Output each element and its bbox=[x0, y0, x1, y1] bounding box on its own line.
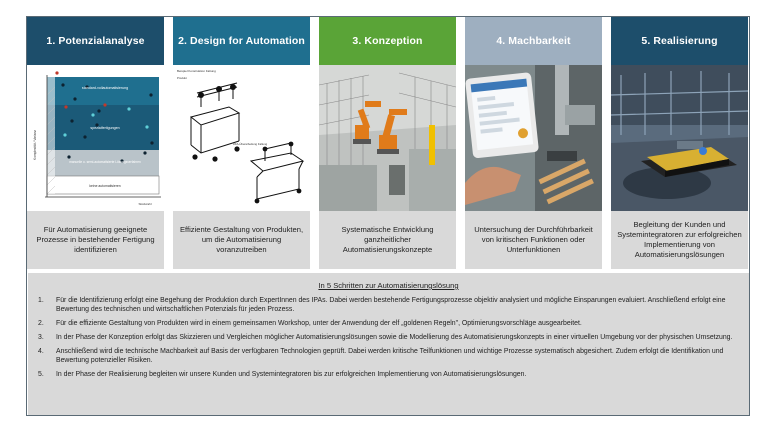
step-potenzialanalyse: 1. Potenzialanalyse bbox=[27, 17, 164, 271]
step-1-title: 1. Potenzialanalyse bbox=[27, 17, 164, 65]
step-4-title: 4. Machbarkeit bbox=[465, 17, 602, 65]
list-item-text: In der Phase der Realisierung begleiten … bbox=[56, 371, 527, 378]
steps-row: 1. Potenzialanalyse bbox=[27, 17, 749, 271]
step-5-agv-image bbox=[611, 65, 748, 211]
step-realisierung: 5. Realisierung bbox=[611, 17, 748, 271]
list-item-number: 4. bbox=[38, 348, 44, 355]
zone-label-4: keine automatisieren bbox=[89, 184, 120, 188]
sketch-bottom-title: DFA-Überarbeitung Faltung bbox=[233, 142, 268, 146]
sketch-top-note: Produkt bbox=[177, 76, 187, 80]
zone-label-3: manuelle o. semi-automatisierte Lösungsv… bbox=[69, 160, 141, 164]
chart-xlabel: Stückzahl bbox=[138, 202, 151, 206]
step-1-chart: standard-vollautomatisierung spezialfert… bbox=[27, 65, 164, 211]
step-3-caption: Systematische Entwicklung ganzheitlicher… bbox=[319, 211, 456, 269]
process-panel: 1. Potenzialanalyse bbox=[26, 16, 750, 416]
list-item-number: 2. bbox=[38, 320, 44, 327]
step-2-caption: Effiziente Gestaltung von Produkten, um … bbox=[173, 211, 310, 269]
list-item: 3. In der Phase der Konzeption erfolgt da… bbox=[38, 333, 739, 342]
zone-label-2: spezialfertigungen bbox=[90, 126, 119, 130]
step-4-tablet-image bbox=[465, 65, 602, 211]
summary-title: In 5 Schritten zur Automatisierungslösun… bbox=[318, 281, 459, 290]
list-item-number: 5. bbox=[38, 371, 44, 378]
list-item: 1. Für die Identifizierung erfolgt eine B… bbox=[38, 296, 739, 314]
list-item-number: 3. bbox=[38, 334, 44, 341]
chart-ylabel: Komplexität / Varianz bbox=[33, 130, 37, 160]
sketch-top-title: Beispiel Konstruktion Faltung bbox=[177, 69, 216, 73]
list-item-text: Für die Identifizierung erfolgt eine Beg… bbox=[56, 297, 726, 313]
summary-box: In 5 Schritten zur Automatisierungslösun… bbox=[28, 273, 749, 415]
step-1-caption: Für Automatisierung geeignete Prozesse i… bbox=[27, 211, 164, 269]
list-item: 5. In der Phase der Realisierung begleite… bbox=[38, 370, 739, 379]
list-item-number: 1. bbox=[38, 297, 44, 304]
list-item-text: Anschließend wird die technische Machbar… bbox=[56, 348, 724, 364]
step-design-for-automation: 2. Design for Automation Beispiel Konstr… bbox=[173, 17, 310, 271]
step-3-robot-cell-image bbox=[319, 65, 456, 211]
zone-label-1: standard-vollautomatisierung bbox=[82, 86, 128, 90]
step-2-title: 2. Design for Automation bbox=[173, 17, 310, 65]
list-item-text: Für die effiziente Gestaltung von Produk… bbox=[56, 320, 582, 327]
step-2-sketch: Beispiel Konstruktion Faltung Produkt bbox=[173, 65, 310, 211]
list-item: 2. Für die effiziente Gestaltung von Prod… bbox=[38, 319, 739, 328]
list-item-text: In der Phase der Konzeption erfolgt das … bbox=[56, 334, 733, 341]
step-5-caption: Begleitung der Kunden und Systemintegrat… bbox=[611, 211, 748, 269]
step-4-caption: Untersuchung der Durchführbarkeit von kr… bbox=[465, 211, 602, 269]
step-konzeption: 3. Konzeption bbox=[319, 17, 456, 271]
list-item: 4. Anschließend wird die technische Machb… bbox=[38, 347, 739, 365]
step-machbarkeit: 4. Machbarkeit bbox=[465, 17, 602, 271]
step-3-title: 3. Konzeption bbox=[319, 17, 456, 65]
step-5-title: 5. Realisierung bbox=[611, 17, 748, 65]
summary-list: 1. Für die Identifizierung erfolgt eine B… bbox=[38, 296, 739, 379]
